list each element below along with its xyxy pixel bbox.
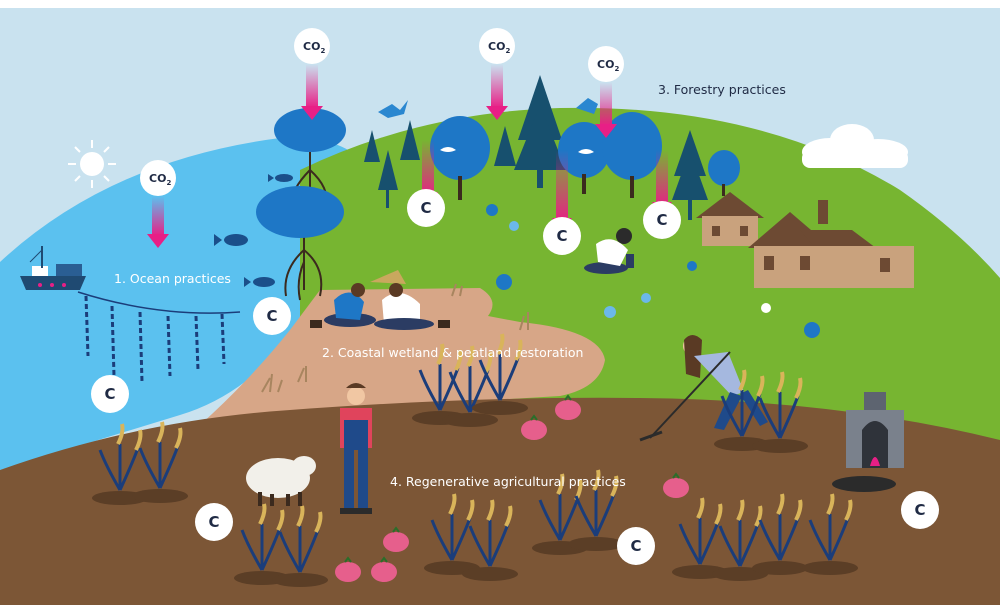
crop-plant (752, 371, 808, 453)
carbon-label: C (630, 537, 641, 555)
label-ocean-practices: 1. Ocean practices (114, 271, 231, 286)
tomato-icon (663, 472, 689, 498)
co2-label: CO2 (149, 172, 171, 187)
crop-plant (714, 369, 770, 451)
co2-label: CO2 (303, 40, 325, 55)
label-regenerative-agriculture: 4. Regenerative agricultural practices (390, 474, 626, 489)
co2-arrow-ocean: CO2 (140, 160, 176, 248)
tomato-icon (383, 526, 409, 552)
fish-icon (214, 174, 293, 287)
crop-plant (532, 473, 588, 555)
carbon-marker-forest-1: C (407, 189, 445, 227)
tomato-icon (335, 556, 361, 582)
forester-person (584, 228, 634, 274)
crop-plant (424, 493, 480, 575)
carbon-marker-mangrove: C (253, 297, 291, 335)
bird-icon (378, 98, 598, 154)
carbon-marker-forest-2: C (543, 217, 581, 255)
crop-plants (92, 333, 858, 587)
carbon-label: C (266, 307, 277, 325)
carbon-marker-forest-3: C (643, 201, 681, 239)
crop-plant (802, 493, 858, 575)
co2-arrow-mangrove: CO2 (294, 28, 330, 120)
mangrove-tree (256, 108, 346, 301)
sheep-icon (246, 456, 316, 506)
wetland-workers (310, 270, 450, 330)
conifer-trees (364, 75, 708, 220)
carbon-markers: C C C C C C C C (91, 189, 939, 565)
carbon-marker-ocean: C (91, 375, 129, 413)
sun-icon (68, 140, 116, 188)
broadleaf-trees (430, 112, 740, 200)
flower-icons (486, 204, 820, 338)
carbon-marker-soil-left: C (195, 503, 233, 541)
carbon-label: C (420, 199, 431, 217)
crop-plant (472, 333, 528, 415)
farmer-person (340, 383, 372, 514)
carbon-label: C (556, 227, 567, 245)
carbon-label: C (656, 211, 667, 229)
label-coastal-restoration: 2. Coastal wetland & peatland restoratio… (322, 345, 583, 360)
biochar-kiln-icon (832, 392, 904, 492)
crop-plant (568, 469, 624, 551)
crop-plant (272, 505, 328, 587)
carbon-marker-biochar: C (901, 491, 939, 529)
carbon-label: C (208, 513, 219, 531)
carbon-marker-soil-center: C (617, 527, 655, 565)
co2-label: CO2 (488, 40, 510, 55)
carbon-label: C (914, 501, 925, 519)
tomato-icon (555, 394, 581, 420)
crop-plant (132, 421, 188, 503)
crop-plant (752, 493, 808, 575)
carbon-drip (422, 140, 434, 196)
reed-grass (261, 283, 529, 393)
carbon-drip (656, 150, 668, 206)
crop-plant (462, 499, 518, 581)
tomato-icon (371, 556, 397, 582)
crop-plant (234, 503, 290, 585)
house-icon (696, 192, 914, 288)
co2-arrow-forest-right: CO2 (588, 46, 624, 138)
label-forestry-practices: 3. Forestry practices (658, 82, 786, 97)
seaweed-farm (77, 291, 241, 383)
cloud-icon (802, 124, 908, 168)
carbon-drip (556, 150, 568, 222)
co2-label: CO2 (597, 58, 619, 73)
co2-arrow-forest-center: CO2 (479, 28, 515, 120)
carbon-label: C (104, 385, 115, 403)
fishing-boat-icon (20, 246, 86, 290)
tomato-icon (521, 414, 547, 440)
